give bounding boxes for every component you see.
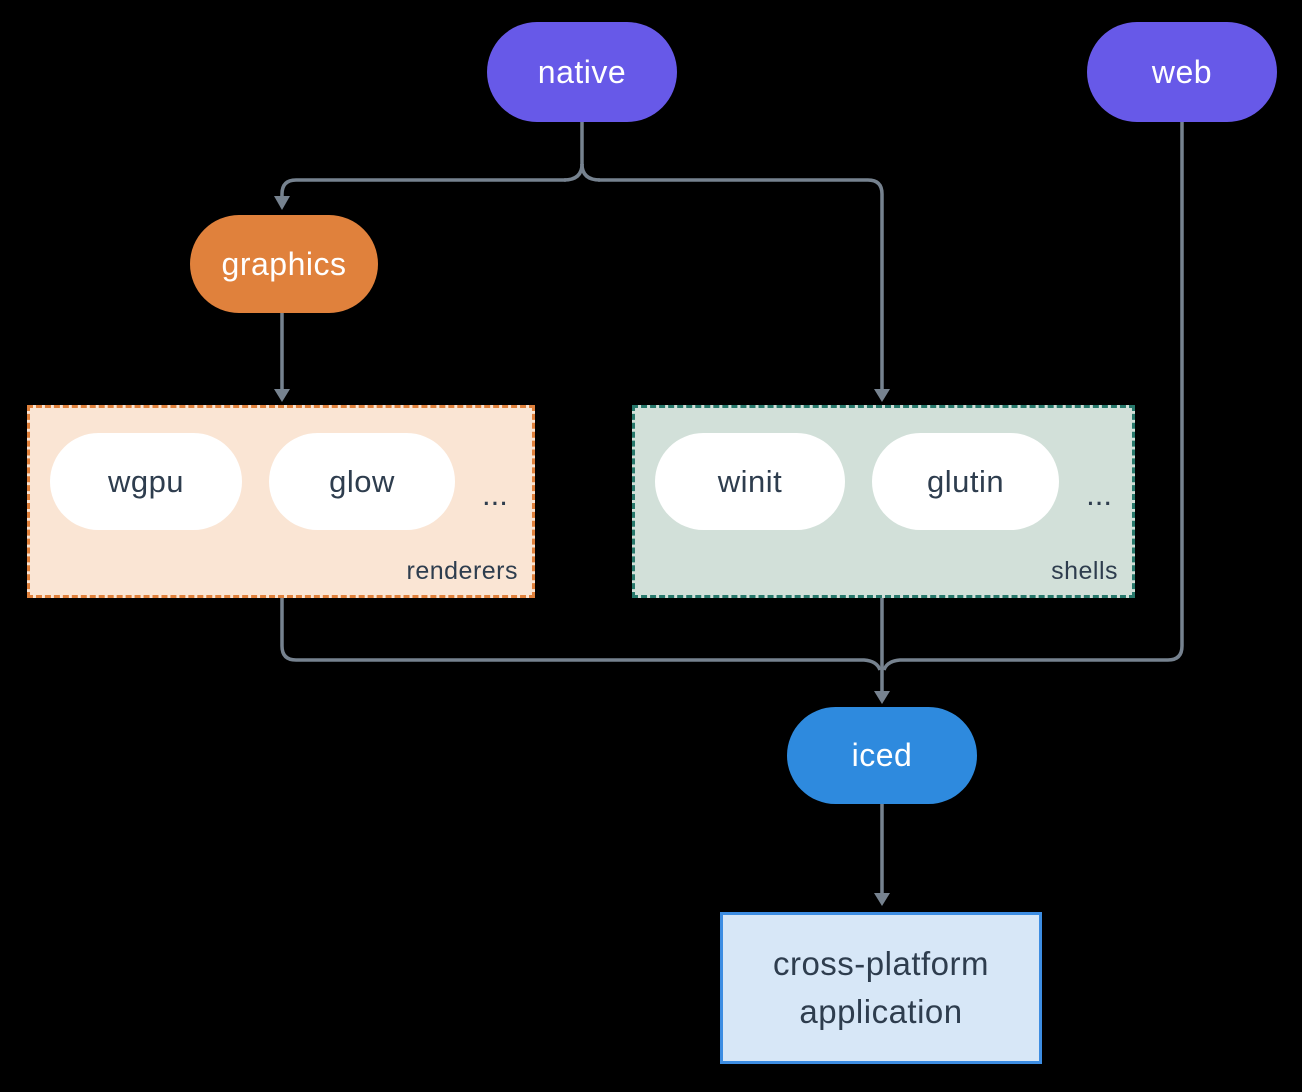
node-web: web (1087, 22, 1277, 122)
node-glow: glow (269, 433, 455, 530)
edge-renderers-iced (280, 598, 882, 671)
arrowhead-shells (874, 389, 890, 402)
node-web-label: web (1151, 53, 1213, 90)
node-iced-label: iced (851, 737, 913, 773)
node-glutin: glutin (872, 433, 1060, 530)
node-native-label: native (537, 53, 627, 90)
node-cross-platform-application: cross-platform application (720, 912, 1042, 1064)
edge-shells-iced (874, 598, 890, 704)
node-graphics-label: graphics (221, 245, 347, 282)
shells-group-label: shells (1051, 557, 1118, 585)
edge-native-graphics (274, 178, 566, 210)
group-renderers: wgpu glow ... renderers (27, 405, 535, 598)
renderers-ellipsis: ... (482, 476, 508, 512)
edge-iced-app (874, 804, 890, 906)
group-shells: winit glutin ... shells (632, 405, 1135, 598)
arrowhead-app (874, 893, 890, 906)
node-wgpu: wgpu (50, 433, 242, 530)
node-glutin-label: glutin (927, 463, 1005, 499)
node-wgpu-label: wgpu (107, 463, 185, 499)
node-app-label: cross-platform application (772, 945, 990, 1030)
renderers-group-label: renderers (406, 557, 518, 585)
edge-native-shells (598, 178, 890, 402)
edge-native-branch (563, 122, 601, 182)
node-native: native (487, 22, 677, 122)
node-winit: winit (655, 433, 846, 530)
arrowhead-renderers (274, 389, 290, 402)
arrowhead-iced (874, 691, 890, 704)
node-graphics: graphics (190, 215, 378, 313)
node-iced: iced (787, 707, 977, 804)
edge-graphics-renderers (274, 313, 290, 402)
edge-web-iced (882, 122, 1184, 671)
shells-ellipsis: ... (1086, 476, 1112, 512)
node-glow-label: glow (329, 463, 395, 499)
node-winit-label: winit (717, 463, 783, 499)
arrowhead-graphics (274, 196, 290, 210)
